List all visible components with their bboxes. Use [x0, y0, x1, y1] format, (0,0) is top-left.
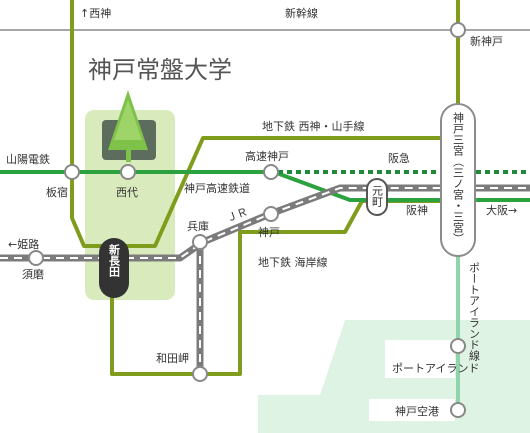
hankyu-label: 阪急	[388, 151, 410, 165]
station-marker-hyogo[interactable]	[192, 234, 208, 250]
port-liner-label: ポートアイランド線	[468, 262, 481, 361]
hyogo-label: 兵庫	[187, 219, 209, 233]
sannomiya-station[interactable]	[440, 103, 476, 257]
sannomiya-label: 神戸三宮（三ノ宮・三宮）	[452, 111, 465, 244]
station-marker-kobe[interactable]	[263, 206, 279, 222]
station-marker-port-island[interactable]	[450, 338, 466, 354]
station-marker-kobe-airport[interactable]	[450, 402, 466, 418]
station-marker-itayado[interactable]	[64, 164, 80, 180]
himeji-label: ←姫路	[8, 237, 39, 251]
port-island-station-box[interactable]	[385, 340, 455, 378]
seishin-label: ↑西神	[80, 6, 111, 20]
station-marker-sugigura[interactable]	[28, 250, 44, 266]
port-island-label: ポートアイランド	[392, 362, 479, 375]
kobe-kosoku-label: 神戸高速鉄道	[184, 181, 250, 195]
kobe-airport-station-box[interactable]	[369, 399, 455, 421]
station-marker-kosoku-kobe[interactable]	[263, 164, 279, 180]
jr-line	[0, 184, 530, 262]
campus-title: 神戸常盤大学	[88, 56, 232, 84]
station-marker-shin-kobe[interactable]	[450, 22, 466, 38]
kobe-label: 神戸	[258, 225, 280, 239]
station-marker-seishin-dai[interactable]	[120, 164, 136, 180]
sugigura-label: 須磨	[22, 268, 44, 281]
station-marker-wadamisaki[interactable]	[192, 366, 208, 382]
motomachi-label: 元町	[371, 185, 384, 207]
shinkansen-label: 新幹線	[285, 6, 318, 20]
hanshin-label: 阪神	[406, 203, 428, 217]
kosoku-kobe-label: 高速神戸	[245, 149, 289, 163]
sanyo-kosoku-line	[0, 170, 440, 202]
itayado-label: 板宿	[46, 185, 68, 199]
tree-icon	[102, 90, 156, 162]
shin-nagata-station[interactable]	[99, 238, 129, 298]
motomachi-station[interactable]	[366, 178, 388, 216]
seishin-yamate-label: 地下鉄 西神・山手線	[262, 119, 365, 133]
wadamisaki-label: 和田岬	[156, 352, 189, 365]
shin-kobe-label: 新神戸	[470, 34, 503, 48]
osaka-label: 大阪→	[486, 203, 517, 217]
shin-nagata-label: 新長田	[108, 243, 121, 278]
seishin-dai-label: 西代	[116, 186, 138, 199]
kaigan-label: 地下鉄 海岸線	[258, 255, 328, 269]
sanyo-label: 山陽電鉄	[6, 152, 50, 166]
kobe-airport-label: 神戸空港	[395, 404, 439, 418]
